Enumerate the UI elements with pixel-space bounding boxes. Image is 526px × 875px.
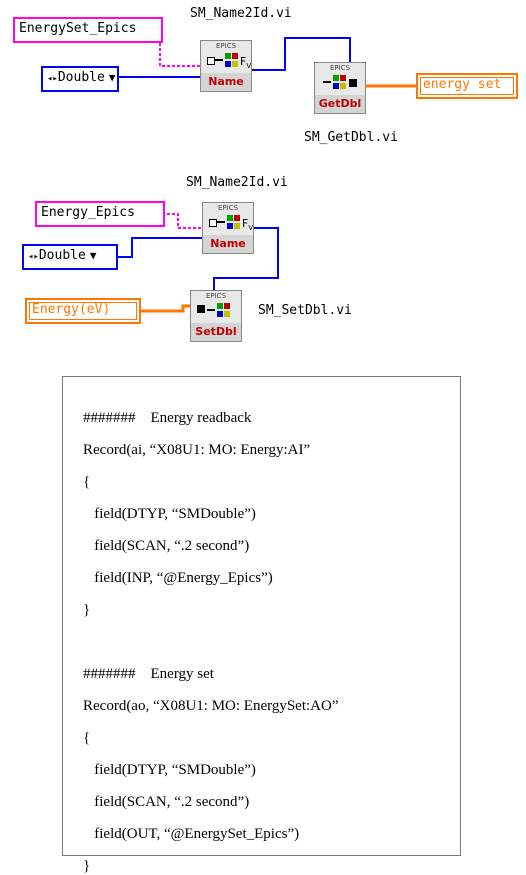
enum-value: Double: [38, 248, 86, 263]
code-line: field(SCAN, “.2 second”): [83, 794, 250, 810]
code-line: field(DTYP, “SMDouble”): [83, 506, 256, 522]
enum-increment-icon: ◂▸: [28, 252, 39, 262]
code-line: {: [83, 730, 91, 746]
energyset-epics-constant[interactable]: EnergySet_Epics: [13, 17, 163, 43]
code-line: }: [83, 858, 91, 874]
sm-setdbl-subvi[interactable]: EPICS SetDbl: [190, 290, 242, 342]
code-line: field(SCAN, “.2 second”): [83, 538, 250, 554]
code-line: field(OUT, “@EnergySet_Epics”): [83, 826, 300, 842]
dropdown-arrow-icon: ▼: [108, 71, 116, 84]
control-label: Energy(eV): [32, 302, 111, 317]
enum-wire-2: [118, 237, 202, 258]
code-line: Record(ai, “X08U1: MO: Energy:AI”: [83, 442, 311, 458]
code-line: ####### Energy set: [83, 666, 214, 682]
id-wire-1: [252, 37, 351, 72]
sm-setdbl-label: SM_SetDbl.vi: [258, 303, 352, 318]
energy-ev-control[interactable]: Energy(eV): [25, 298, 141, 324]
subvi-icon-graphic: [197, 303, 237, 321]
sm-name2id-subvi-1[interactable]: EPICS FV Name: [200, 40, 252, 92]
sm-name2id-label-1: SM_Name2Id.vi: [190, 6, 292, 21]
code-line: {: [83, 474, 91, 490]
subvi-tag: GetDbl: [315, 95, 365, 113]
subvi-icon-graphic: FV: [209, 215, 253, 233]
string-wire-2: [162, 213, 202, 229]
code-line: field(INP, “@Energy_Epics”): [83, 570, 273, 586]
code-line: }: [83, 602, 91, 618]
subvi-icon-graphic: [323, 75, 359, 93]
epics-label: EPICS: [217, 204, 239, 212]
code-line: Record(ao, “X08U1: MO: EnergySet:AO”: [83, 698, 339, 714]
subvi-tag: Name: [201, 73, 251, 91]
subvi-tag: Name: [203, 235, 253, 253]
epics-label: EPICS: [329, 64, 351, 72]
energy-epics-constant[interactable]: Energy_Epics: [35, 201, 165, 227]
epics-record-code-box: ####### Energy readback Record(ai, “X08U…: [62, 376, 461, 874]
epics-label: EPICS: [205, 292, 227, 300]
sm-getdbl-label: SM_GetDbl.vi: [304, 130, 398, 145]
double-enum-constant-2[interactable]: ◂▸Double▼: [22, 244, 118, 270]
wiring-diagram: [95, 37, 416, 313]
subvi-tag: SetDbl: [191, 323, 241, 341]
string-wire-1: [159, 43, 200, 67]
enum-value: Double: [57, 70, 105, 85]
sm-getdbl-subvi[interactable]: EPICS GetDbl: [314, 62, 366, 114]
id-wire-2: [213, 227, 279, 290]
double-enum-constant-1[interactable]: ◂▸Double▼: [41, 66, 119, 92]
sm-name2id-label-2: SM_Name2Id.vi: [186, 175, 288, 190]
indicator-label: energy set: [423, 77, 502, 92]
sm-name2id-subvi-2[interactable]: EPICS FV Name: [202, 202, 254, 254]
energy-set-indicator[interactable]: energy set: [416, 73, 518, 99]
code-line: ####### Energy readback: [83, 410, 252, 426]
epics-label: EPICS: [215, 42, 237, 50]
code-line: field(DTYP, “SMDouble”): [83, 762, 256, 778]
enum-increment-icon: ◂▸: [47, 74, 58, 84]
subvi-icon-graphic: FV: [207, 53, 251, 71]
dropdown-arrow-icon: ▼: [89, 249, 97, 262]
